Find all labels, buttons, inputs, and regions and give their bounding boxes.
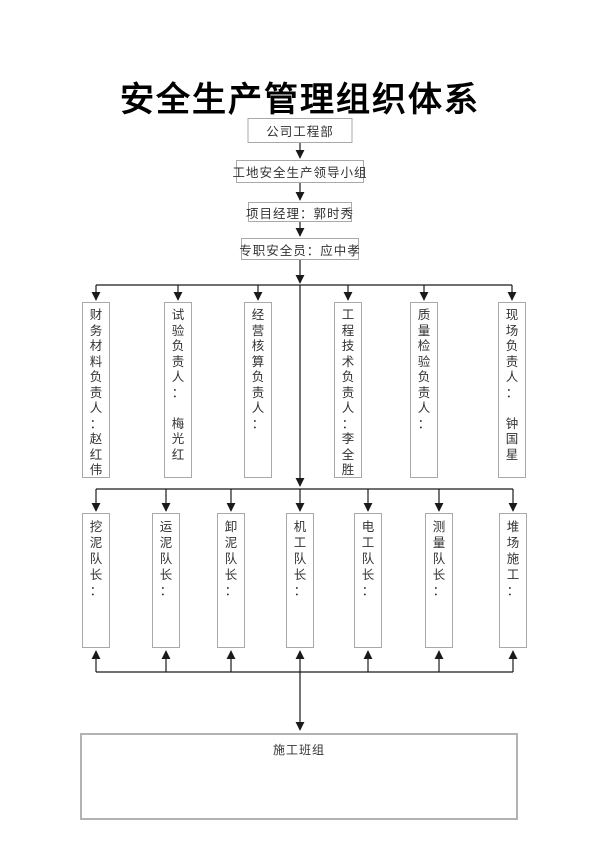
level1-box-engineering-tech: 工程技术负责人：李全胜 [334, 302, 362, 478]
construction-team-label: 施工班组 [272, 743, 325, 757]
level1-box-business-accounting: 经营核算负责人： [244, 302, 272, 478]
org-box-project-manager: 项目经理：郭时秀 [246, 202, 353, 222]
level2-box-yard-construction: 堆场施工： [499, 513, 527, 648]
level1-box-testing: 试验负责人： 梅光红 [164, 302, 192, 478]
level1-box-site-manager: 现场负责人： 钟国星 [498, 302, 526, 478]
org-box-safety-officer: 专职安全员：应中孝 [239, 238, 360, 260]
org-box-construction-team: 施工班组 [80, 733, 518, 820]
level2-box-dredging-crew: 挖泥队长： [82, 513, 110, 648]
level2-box-electrician-crew: 电工队长： [354, 513, 382, 648]
org-box-company-engineering-dept: 公司工程部 [247, 118, 353, 143]
level2-box-machinist-crew: 机工队长： [286, 513, 314, 648]
diagram-title: 安全生产管理组织体系 [120, 81, 480, 119]
level1-box-finance-materials: 财务材料负责人：赵红伟 [82, 302, 110, 478]
level2-box-survey-crew: 测量队长： [425, 513, 453, 648]
level2-box-mud-unloading-crew: 卸泥队长： [217, 513, 245, 648]
level1-box-quality-inspection: 质量检验负责人： [410, 302, 438, 478]
level2-box-mud-transport-crew: 运泥队长： [152, 513, 180, 648]
org-box-site-safety-leading-group: 工地安全生产领导小组 [233, 160, 367, 183]
